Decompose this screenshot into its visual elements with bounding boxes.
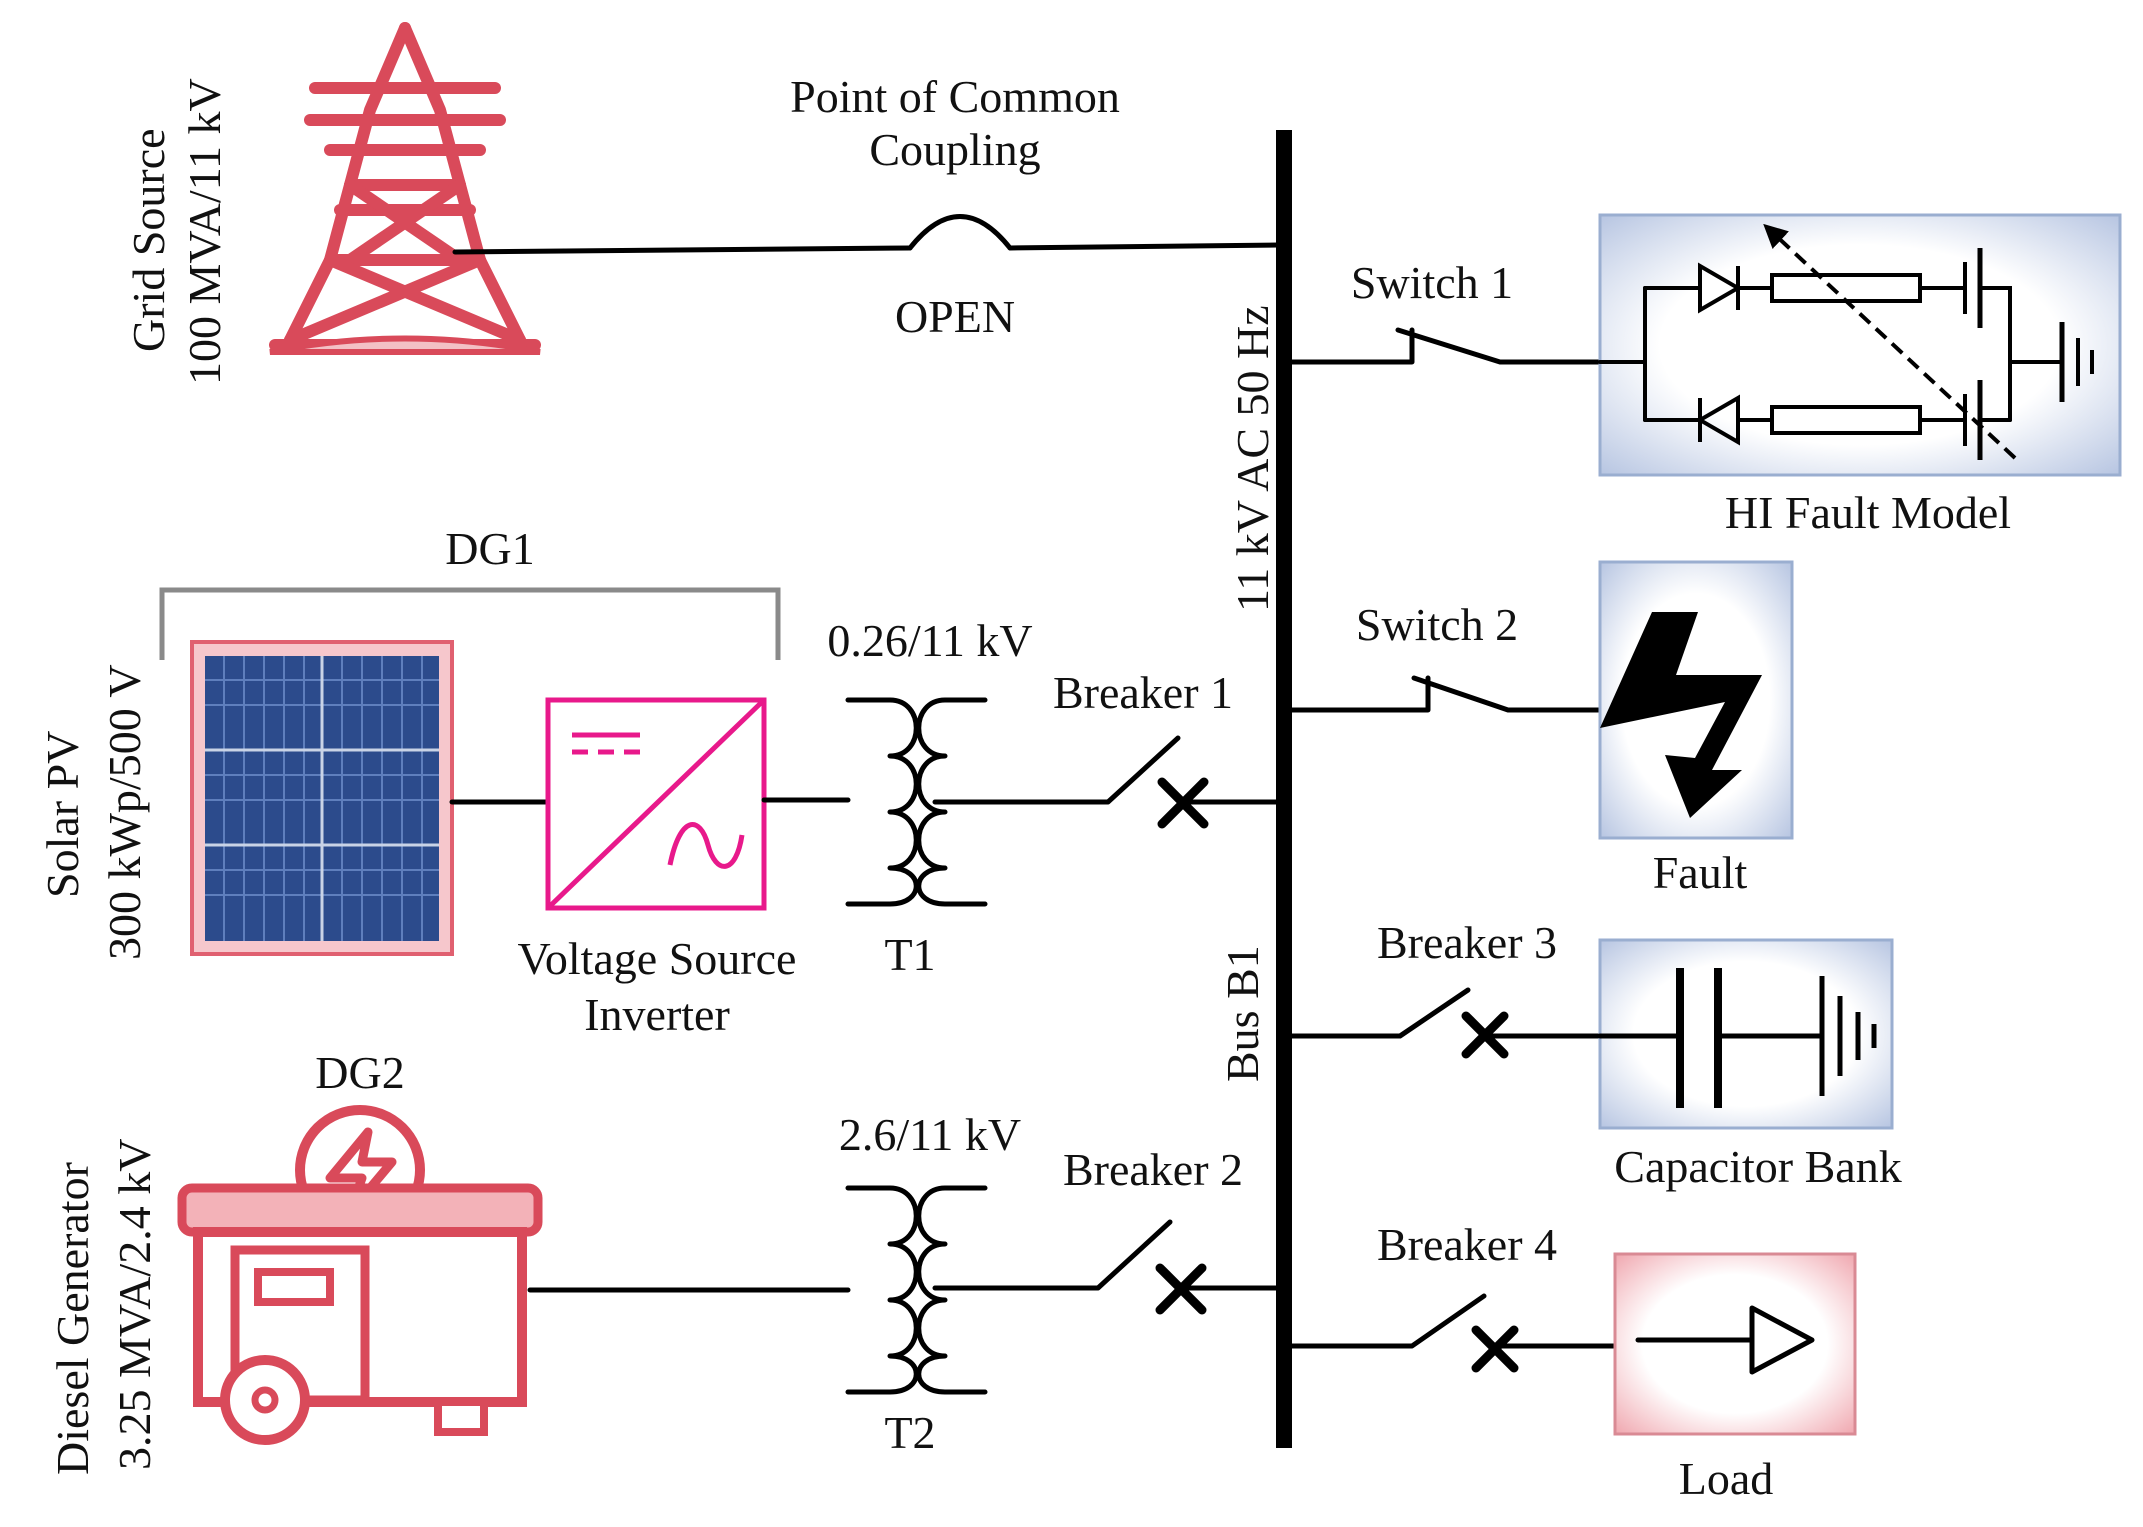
breaker4-x-icon <box>1471 1325 1519 1373</box>
transformer-t2-icon <box>845 1185 988 1395</box>
dg1-label: DG1 <box>445 523 534 574</box>
grid-rating-label: 100 MVA/11 kV <box>179 78 230 385</box>
capacitor-bank-icon <box>1597 938 1894 1130</box>
pcc-title-line2: Coupling <box>869 124 1040 175</box>
load-icon <box>1613 1252 1857 1436</box>
t2-rating-label: 2.6/11 kV <box>839 1109 1021 1160</box>
capacitor-bank-label: Capacitor Bank <box>1614 1141 1901 1192</box>
transmission-tower-icon <box>269 22 541 355</box>
t1-name-label: T1 <box>884 929 935 980</box>
load-label: Load <box>1679 1453 1774 1504</box>
t1-rating-label: 0.26/11 kV <box>827 615 1032 666</box>
inverter-icon <box>545 697 767 911</box>
solar-panel-icon <box>190 640 454 956</box>
grid-line <box>452 245 913 255</box>
breaker1-label: Breaker 1 <box>1053 667 1233 718</box>
solar-pv-label: Solar PV <box>37 731 88 898</box>
breaker3-label: Breaker 3 <box>1377 917 1557 968</box>
pcc-title-line1: Point of Common <box>790 71 1120 122</box>
fault-lightning-icon <box>1598 560 1794 840</box>
breaker2-label: Breaker 2 <box>1063 1144 1243 1195</box>
transformer-t1-icon <box>845 697 988 907</box>
diesel-generator-label: Diesel Generator <box>47 1162 98 1475</box>
bus-rating-label: 11 kV AC 50 Hz <box>1227 305 1278 612</box>
diesel-generator-rating-label: 3.25 MVA/2.4 kV <box>109 1139 160 1470</box>
diesel-generator-icon <box>177 1105 543 1445</box>
dg2-label: DG2 <box>315 1047 404 1098</box>
inverter-label-line2: Inverter <box>584 989 730 1040</box>
hi-fault-model-box <box>1598 213 2122 477</box>
switch1-line <box>1287 327 1603 365</box>
breaker3-line <box>1287 987 1471 1039</box>
breaker4-label: Breaker 4 <box>1377 1219 1557 1270</box>
bus-name-label: Bus B1 <box>1217 945 1268 1082</box>
pcc-to-bus-line <box>1007 242 1281 251</box>
t2-name-label: T2 <box>884 1407 935 1458</box>
pcc-open-breaker <box>907 214 1013 251</box>
dg1-bracket <box>159 587 781 660</box>
switch2-label: Switch 2 <box>1356 599 1518 650</box>
t1-to-breaker1-line <box>932 735 1181 805</box>
inverter-label-line1: Voltage Source <box>518 933 797 984</box>
t2-to-breaker2-line <box>932 1219 1173 1291</box>
switch1-label: Switch 1 <box>1351 257 1513 308</box>
pcc-state-label: OPEN <box>895 291 1015 342</box>
breaker4-line <box>1287 1293 1487 1349</box>
switch2-line <box>1287 675 1603 713</box>
solar-pv-rating-label: 300 kWp/500 V <box>99 664 150 960</box>
hi-fault-model-label: HI Fault Model <box>1725 487 2011 538</box>
grid-source-label: Grid Source <box>123 128 174 352</box>
fault-label: Fault <box>1653 847 1748 898</box>
